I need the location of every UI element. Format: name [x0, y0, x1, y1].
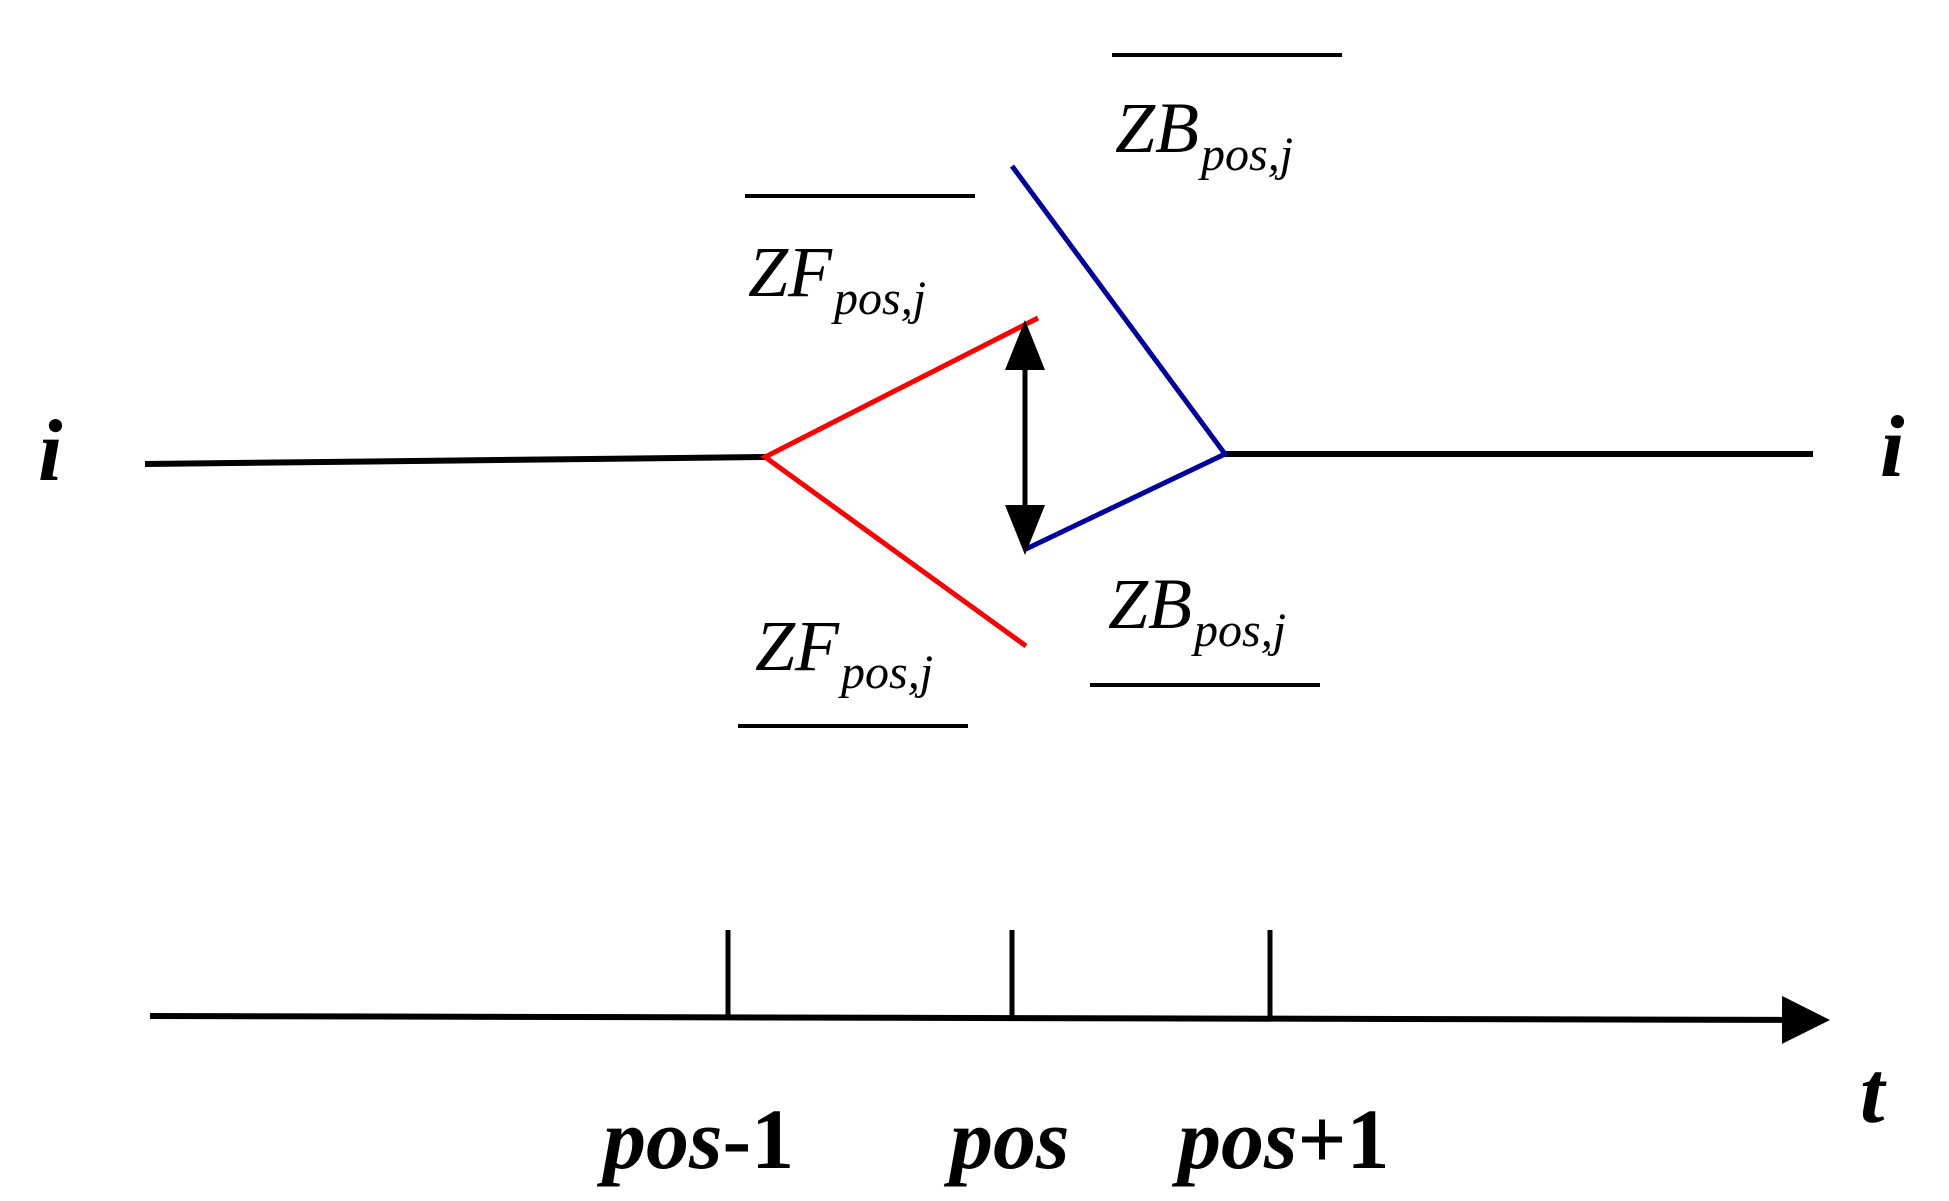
- zb-upper-label: ZBpos,j: [1115, 88, 1293, 181]
- time-axis-label: t: [1860, 1045, 1887, 1142]
- tick-label-pos-plus-1: pos+1: [1171, 1091, 1389, 1187]
- zf-upper-label: ZFpos,j: [748, 232, 926, 325]
- time-axis: [149, 995, 1830, 1044]
- tick-label-pos-minus-1: pos-1: [596, 1091, 794, 1187]
- tick-label-pos: pos: [943, 1091, 1069, 1187]
- zf-lower-label: ZFpos,j: [755, 606, 933, 699]
- zb-lower-label: ZBpos,j: [1108, 564, 1286, 657]
- row-line-left: [144, 454, 766, 467]
- backward-wedge: [1009, 164, 1229, 552]
- row-label-left: i: [38, 403, 63, 500]
- forward-wedge: [760, 315, 1040, 649]
- row-label-right: i: [1880, 399, 1905, 496]
